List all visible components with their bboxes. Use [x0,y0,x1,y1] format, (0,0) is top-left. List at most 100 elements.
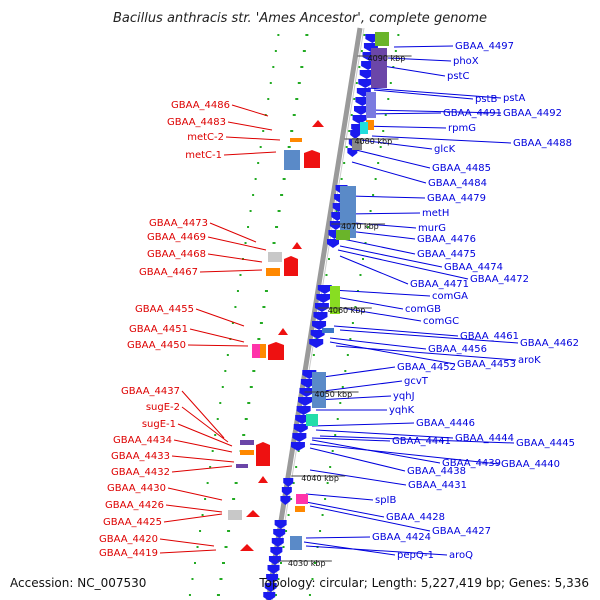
forward-gene-label: phoX [453,56,479,67]
marker-tick [277,210,281,212]
forward-leader [339,329,519,344]
forward-gene-label: GBAA_4479 [427,193,486,204]
colored-gene [240,450,254,455]
colored-gene [290,536,302,550]
tick-markers [188,34,400,596]
reverse-gene [312,120,324,127]
forward-gene-label: GBAA_4471 [410,279,469,290]
marker-tick [199,530,202,532]
marker-tick [277,578,280,580]
reverse-gene [246,510,260,517]
marker-tick [264,290,268,292]
topology-text: Topology: circular; Length: 5,227,419 bp… [258,576,589,590]
marker-tick [358,66,361,68]
forward-gene-label: GBAA_4440 [501,459,560,470]
reverse-gene-label: sugE-1 [142,419,176,430]
reverse-leader [225,136,281,141]
scale-label: 4040 kbp [301,474,339,483]
forward-leader [359,139,433,150]
marker-tick [262,306,266,308]
marker-tick [364,242,367,244]
marker-tick [363,34,366,36]
marker-tick [377,162,380,164]
forward-gene [358,79,373,88]
marker-tick [344,370,347,372]
marker-tick [232,498,236,500]
forward-gene-label: pstB [475,94,497,105]
reverse-gene-label: GBAA_4468 [147,249,206,260]
reverse-leader [159,538,215,547]
forward-gene [350,130,361,139]
marker-tick [297,450,300,452]
marker-tick [300,66,304,68]
marker-tick [325,274,328,276]
marker-tick [282,178,286,180]
forward-gene-label: murG [418,223,446,234]
forward-gene [347,148,358,157]
marker-tick [188,594,191,596]
forward-leader [339,255,409,285]
marker-tick [355,82,358,84]
gene-features [228,32,389,600]
forward-gene-label: GBAA_4474 [444,262,503,273]
forward-leader [333,325,459,337]
forward-leader [309,469,407,486]
marker-tick [312,354,315,356]
reverse-leader [231,104,269,117]
reverse-gene-label: metC-1 [185,150,222,161]
colored-gene [296,494,308,504]
colored-gene [284,150,300,170]
marker-tick [221,386,224,388]
colored-gene [366,92,376,118]
forward-gene [317,285,332,294]
forward-gene [329,221,342,230]
reverse-gene [304,150,320,168]
marker-tick [274,50,277,52]
forward-gene [313,312,328,321]
marker-tick [247,402,251,404]
forward-gene-label: GBAA_4485 [432,163,491,174]
forward-gene-label: GBAA_4428 [386,512,445,523]
forward-gene-label: GBAA_4462 [520,338,579,349]
reverse-gene [292,242,302,249]
marker-tick [219,402,222,404]
reverse-leader [177,423,233,447]
marker-tick [219,578,223,580]
reverse-gene-label: GBAA_4455 [135,304,194,315]
reverse-gene [256,442,270,466]
forward-gene-label: GBAA_4427 [432,526,491,537]
marker-tick [252,370,256,372]
forward-gene-label: GBAA_4491 [443,108,502,119]
reverse-gene-label: GBAA_4425 [103,517,162,528]
forward-leader [311,439,441,464]
colored-gene [266,268,280,276]
reverse-leader [195,308,245,327]
marker-tick [287,146,291,148]
reverse-gene-label: GBAA_4430 [107,483,166,494]
forward-gene [312,321,327,330]
scale-label: 4090 kbp [368,54,406,63]
marker-tick [214,434,217,436]
reverse-leader [171,455,235,463]
marker-tick [351,322,354,324]
colored-gene [306,414,318,426]
marker-tick [359,274,362,276]
marker-tick [244,418,248,420]
forward-gene-label: pstA [503,93,525,104]
marker-tick [275,226,279,228]
marker-tick [216,418,219,420]
forward-gene-label: pstC [447,71,469,82]
forward-gene-label: glcK [434,144,456,155]
forward-gene-label: gcvT [404,376,429,387]
marker-tick [331,450,334,452]
colored-gene [352,138,362,150]
colored-gene [336,230,350,240]
forward-gene [283,478,294,487]
forward-gene-label: comGB [405,304,441,315]
forward-gene [267,565,280,574]
forward-leader [309,447,406,472]
colored-gene [240,440,254,445]
marker-tick [354,306,357,308]
marker-tick [360,50,363,52]
